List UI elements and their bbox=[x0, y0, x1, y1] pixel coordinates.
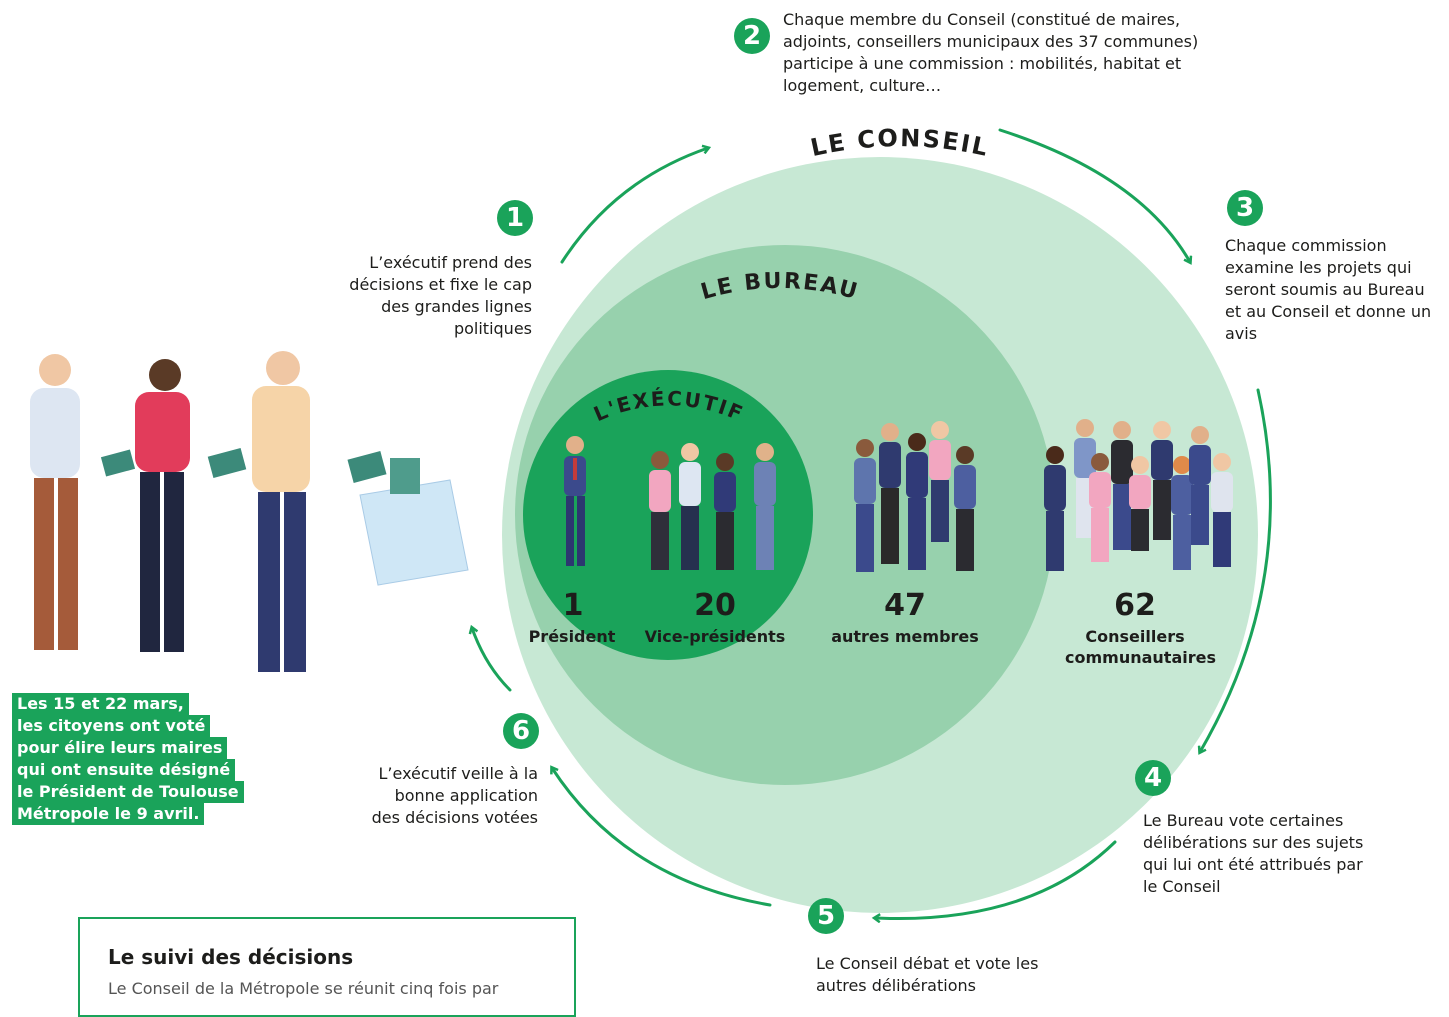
president-figure bbox=[564, 436, 586, 566]
election-note-line: les citoyens ont voté bbox=[12, 715, 211, 737]
election-note-line: le Président de Toulouse bbox=[12, 781, 244, 803]
president-count: 1 bbox=[562, 588, 584, 623]
arrow-2-to-3 bbox=[998, 128, 1190, 262]
step-2-text: Chaque membre du Conseil (constitué de m… bbox=[783, 10, 1199, 95]
president-label: Président bbox=[528, 627, 616, 646]
step-3-badge: 3 bbox=[1227, 190, 1263, 226]
step-2-badge: 2 bbox=[734, 18, 770, 54]
election-note-line: pour élire leurs maires bbox=[12, 737, 228, 759]
councillors-label: Conseillers communautaires bbox=[1065, 627, 1216, 667]
step-4-badge: 4 bbox=[1135, 760, 1171, 796]
arrow-6-to-1 bbox=[472, 628, 512, 692]
step-6-badge: 6 bbox=[503, 713, 539, 749]
councillors-count: 62 bbox=[1114, 588, 1156, 623]
councillors-figures bbox=[1044, 419, 1233, 571]
arrow-1-to-2 bbox=[560, 148, 708, 264]
step-1-text: L’exécutif prend des décisions et fixe l… bbox=[349, 253, 532, 338]
election-note-line: Les 15 et 22 mars, bbox=[12, 693, 189, 715]
step-4-text: Le Bureau vote certaines délibérations s… bbox=[1143, 811, 1364, 896]
step-1-badge: 1 bbox=[497, 200, 533, 236]
election-note: Les 15 et 22 mars, les citoyens ont voté… bbox=[12, 693, 244, 825]
election-note-line: Métropole le 9 avril. bbox=[12, 803, 205, 825]
step-6-text: L’exécutif veille à la bonne application… bbox=[371, 764, 538, 827]
other-members-label: autres membres bbox=[831, 627, 979, 646]
step-3-text: Chaque commission examine les projets qu… bbox=[1225, 236, 1432, 343]
voters-illustration bbox=[30, 351, 469, 672]
arrow-4-to-5 bbox=[875, 840, 1117, 919]
election-note-line: qui ont ensuite désigné bbox=[12, 759, 236, 781]
vice-presidents-figures bbox=[649, 443, 776, 570]
vice-presidents-label: Vice-présidents bbox=[644, 627, 786, 646]
other-members-count: 47 bbox=[884, 588, 926, 623]
conseil-title: LE CONSEIL bbox=[808, 124, 992, 162]
followup-title: Le suivi des décisions bbox=[108, 945, 354, 969]
followup-text: Le Conseil de la Métropole se réunit cin… bbox=[108, 979, 499, 998]
followup-panel: Le suivi des décisions Le Conseil de la … bbox=[78, 917, 576, 1017]
step-5-badge: 5 bbox=[808, 898, 844, 934]
arrow-5-to-6 bbox=[552, 768, 772, 907]
arrow-3-to-4 bbox=[1200, 388, 1272, 752]
step-5-text: Le Conseil débat et vote les autres déli… bbox=[816, 954, 1039, 995]
other-members-figures bbox=[854, 421, 976, 572]
vice-presidents-count: 20 bbox=[694, 588, 736, 623]
